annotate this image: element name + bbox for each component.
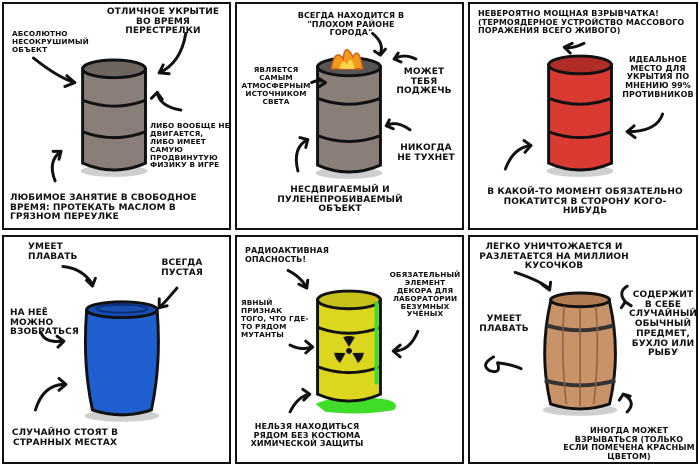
label-swim: УМЕЕТ ПЛАВАТЬ	[28, 242, 78, 262]
label-ideal: ИДЕАЛЬНОЕ МЕСТО ДЛЯ УКРЫТИЯ ПО МНЕНИЮ 99…	[622, 55, 694, 99]
label-mutants: ЯВНЫЙ ПРИЗНАК ТОГО, ЧТО ГДЕ-ТО РЯДОМ МУТ…	[241, 298, 309, 339]
panel-red-barrel: НЕВЕРОЯТНО МОЩНАЯ ВЗРЫВЧАТКА! (ТЕРМОЯДЕР…	[468, 2, 698, 230]
burning-barrel-illustration	[294, 32, 418, 179]
label-explosive: НЕВЕРОЯТНО МОЩНАЯ ВЗРЫВЧАТКА! (ТЕРМОЯДЕР…	[478, 9, 685, 36]
label-shelter: ОТЛИЧНОЕ УКРЫТИЕ ВО ВРЕМЯ ПЕРЕСТРЕЛКИ	[106, 7, 220, 37]
fire-icon	[330, 48, 364, 70]
label-swim-2: УМЕЕТ ПЛАВАТЬ	[479, 314, 529, 334]
gray-barrel-illustration	[32, 32, 188, 183]
panel-blue-barrel: УМЕЕТ ПЛАВАТЬ ВСЕГДА ПУСТАЯ НА НЕЁ МОЖНО…	[2, 235, 231, 464]
radiation-icon	[334, 336, 364, 363]
red-barrel-illustration	[503, 41, 665, 177]
label-decor: ОБЯЗАТЕЛЬНЫЙ ЭЛЕМЕНТ ДЕКОРА ДЛЯ ЛАБОРАТО…	[389, 270, 461, 319]
label-hobby: ЛЮБИМОЕ ЗАНЯТИЕ В СВОБОДНОЕ ВРЕМЯ: ПРОТЕ…	[10, 193, 197, 223]
label-empty: ВСЕГДА ПУСТАЯ	[161, 258, 203, 278]
label-contains: СОДЕРЖИТ В СЕБЕ СЛУЧАЙНЫЙ ОБЫЧНЫЙ ПРЕДМЕ…	[628, 290, 698, 359]
label-physics: ЛИБО ВООБЩЕ НЕ ДВИГАЕТСЯ, ЛИБО ИМЕЕТ САМ…	[150, 121, 230, 170]
label-indestructible: АБСОЛЮТНО НЕСОКРУШИМЫЙ ОБЪЕКТ	[12, 29, 89, 54]
label-immovable: НЕСДВИГАЕМЫЙ И ПУЛЕНЕПРОБИВАЕМЫЙ ОБЪЕКТ	[277, 185, 403, 215]
label-explodes: ИНОГДА МОЖЕТ ВЗРЫВАТЬСЯ (ТОЛЬКО ЕСЛИ ПОМ…	[563, 426, 695, 461]
label-suit: НЕЛЬЗЯ НАХОДИТЬСЯ РЯДОМ БЕЗ КОСТЮМА ХИМИ…	[250, 422, 364, 449]
label-light: ЯВЛЯЕТСЯ САМЫМ АТМОСФЕРНЫМ ИСТОЧНИКОМ СВ…	[241, 65, 311, 106]
label-climb: НА НЕЁ МОЖНО ВЗОБРАТЬСЯ	[10, 308, 79, 338]
wooden-barrel-illustration	[484, 270, 633, 416]
label-radioactive: РАДИОАКТИВНАЯ ОПАСНОСТЬ!	[245, 246, 330, 264]
label-random: СЛУЧАЙНО СТОЯТ В СТРАННЫХ МЕСТАХ	[11, 428, 119, 448]
label-bad-area: ВСЕГДА НАХОДИТСЯ В "ПЛОХОМ РАЙОНЕ ГОРОДА…	[297, 11, 405, 38]
panel-burning-barrel: ВСЕГДА НАХОДИТСЯ В "ПЛОХОМ РАЙОНЕ ГОРОДА…	[235, 2, 464, 230]
label-never-out: НИКОГДА НЕ ТУХНЕТ	[397, 143, 455, 163]
label-burn: МОЖЕТ ТЕБЯ ПОДЖЕЧЬ	[396, 67, 452, 97]
panel-radioactive-barrel: РАДИОАКТИВНАЯ ОПАСНОСТЬ! ОБЯЗАТЕЛЬНЫЙ ЭЛ…	[235, 235, 464, 464]
radioactive-barrel-illustration	[286, 268, 420, 414]
label-breaks: ЛЕГКО УНИЧТОЖАЕТСЯ И РАЗЛЕТАЕТСЯ НА МИЛЛ…	[479, 242, 629, 272]
label-roll: В КАКОЙ-ТО МОМЕНТ ОБЯЗАТЕЛЬНО ПОКАТИТСЯ …	[487, 187, 683, 217]
panel-wooden-barrel: ЛЕГКО УНИЧТОЖАЕТСЯ И РАЗЛЕТАЕТСЯ НА МИЛЛ…	[468, 235, 698, 464]
panel-gray-barrel: АБСОЛЮТНО НЕСОКРУШИМЫЙ ОБЪЕКТ ОТЛИЧНОЕ У…	[2, 2, 231, 230]
blue-barrel-illustration	[33, 265, 179, 422]
